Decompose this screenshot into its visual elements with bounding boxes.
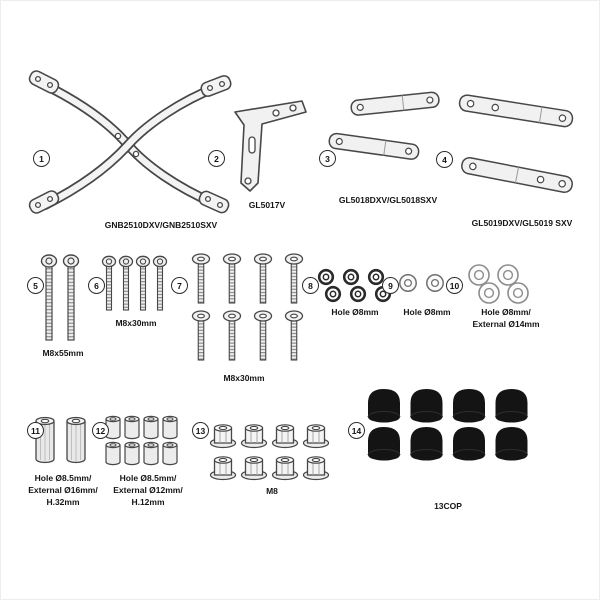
tubular-rack-frame-drawing (28, 70, 232, 214)
part-4-number-badge: 4 (436, 151, 453, 168)
part-11-label: Hole Ø8.5mm/ External Ø16mm/ H.32mm (28, 473, 98, 507)
part-3-number: 3 (325, 153, 330, 164)
part-2-label: GL5017V (248, 200, 286, 210)
part-14-number-badge: 14 (348, 422, 365, 439)
part-8-label: Hole Ø8mm (331, 307, 379, 317)
mounting-bracket-drawing (234, 100, 307, 192)
part-6-number-badge: 6 (88, 277, 105, 294)
part-2-number-badge: 2 (208, 150, 225, 167)
large-washers-drawing (468, 264, 529, 304)
part-14-number: 14 (351, 425, 362, 436)
cover-caps-drawing (367, 388, 528, 461)
bracket-pair-drawing (328, 91, 440, 160)
flange-nuts-drawing (209, 424, 330, 481)
bolts-drawing (191, 253, 304, 361)
part-9-number: 9 (388, 280, 393, 291)
part-11-number-badge: 11 (27, 422, 44, 439)
part-4-label: GL5019DXV/GL5019 SXV (471, 218, 573, 228)
part-8-number: 8 (308, 280, 313, 291)
part-7-number-badge: 7 (171, 277, 188, 294)
part-9-label: Hole Ø8mm (403, 307, 451, 317)
tall-spacers-drawing (35, 416, 86, 464)
part-13-number-badge: 13 (192, 422, 209, 439)
part-10-label: Hole Ø8mm/ External Ø14mm (472, 307, 540, 329)
part-11-number: 11 (31, 425, 40, 436)
part-1-label: GNB2510DXV/GNB2510SXV (104, 220, 218, 230)
part-14-label: 13COP (434, 501, 462, 511)
part-1-number-badge: 1 (33, 150, 50, 167)
part-8-number-badge: 8 (302, 277, 319, 294)
part-10-number-badge: 10 (446, 277, 463, 294)
part-7-number: 7 (177, 280, 182, 291)
part-2-number: 2 (214, 153, 219, 164)
small-spacers-drawing (105, 415, 178, 466)
part-12-number-badge: 12 (92, 422, 109, 439)
part-13-label: M8 (266, 486, 278, 496)
part-5-number-badge: 5 (27, 277, 44, 294)
part-7-label: M8x30mm (223, 373, 265, 383)
part-1-number: 1 (39, 153, 44, 164)
part-3-label: GL5018DXV/GL5018SXV (338, 195, 438, 205)
washers-drawing (399, 274, 444, 292)
part-6-label: M8x30mm (115, 318, 157, 328)
long-bolts-drawing (40, 254, 80, 341)
part-12-number: 12 (95, 425, 106, 436)
part-9-number-badge: 9 (382, 277, 399, 294)
part-5-number: 5 (33, 280, 38, 291)
part-5-label: M8x55mm (42, 348, 84, 358)
bracket-pair-drawing (458, 94, 574, 193)
part-4-number: 4 (442, 154, 447, 165)
bolts-drawing (101, 255, 168, 311)
part-6-number: 6 (94, 280, 99, 291)
part-10-number: 10 (449, 280, 460, 291)
part-3-number-badge: 3 (319, 150, 336, 167)
part-12-label: Hole Ø8.5mm/ External Ø12mm/ H.12mm (113, 473, 183, 507)
part-13-number: 13 (195, 425, 206, 436)
